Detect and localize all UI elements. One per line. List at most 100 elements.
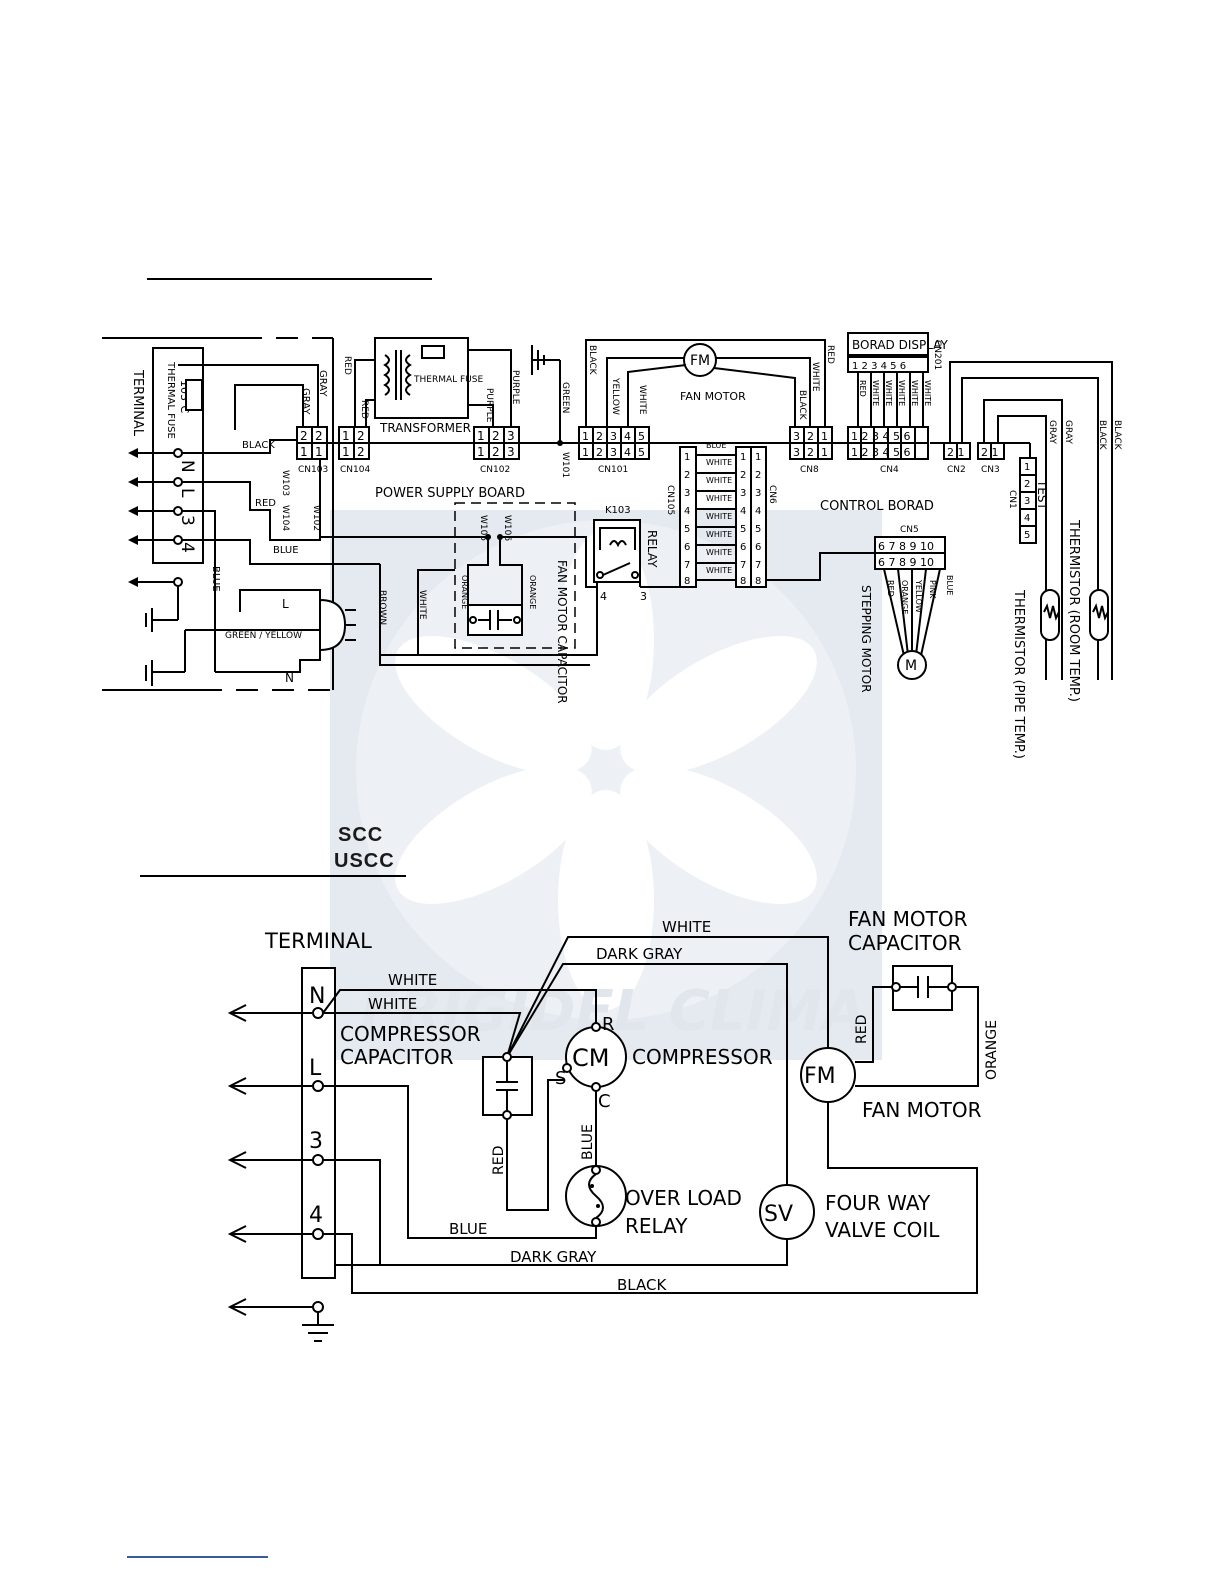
svg-text:8: 8 (740, 576, 746, 587)
svg-text:3: 3 (640, 590, 647, 603)
svg-text:GRAY: GRAY (317, 370, 328, 397)
svg-text:COMPRESSOR: COMPRESSOR (632, 1045, 773, 1069)
svg-text:ORANGE: ORANGE (984, 1020, 1000, 1080)
svg-text:1: 1 (582, 430, 589, 443)
svg-text:C: C (598, 1091, 611, 1112)
svg-text:THERMISTOR (ROOM TEMP.): THERMISTOR (ROOM TEMP.) (1066, 519, 1081, 702)
svg-text:CN105: CN105 (665, 485, 675, 515)
svg-text:3: 3 (793, 446, 800, 459)
svg-text:3: 3 (507, 429, 515, 443)
connector-cn4: 1 2 3 4 5 6 1 2 3 4 5 6 CN4 (847, 426, 929, 475)
svg-text:CN1: CN1 (1007, 490, 1017, 509)
svg-text:ORANGE: ORANGE (900, 580, 909, 614)
svg-text:5: 5 (638, 446, 645, 459)
svg-text:OVER LOAD: OVER LOAD (625, 1186, 742, 1210)
wire-black-n (182, 439, 296, 454)
svg-text:RED: RED (359, 400, 369, 419)
svg-text:WHITE: WHITE (706, 566, 732, 575)
svg-text:3: 3 (610, 430, 617, 443)
svg-text:1: 1 (315, 445, 323, 459)
plug-l-label: L (282, 597, 289, 611)
svg-text:COMPRESSOR: COMPRESSOR (340, 1022, 481, 1046)
svg-text:ORANGE: ORANGE (528, 575, 537, 609)
bottom-diagram: TERMINAL N L 3 4 WHITE WHITE (227, 907, 1000, 1342)
bottom-pin-4: 4 (309, 1203, 323, 1228)
svg-text:BLUE: BLUE (449, 1220, 487, 1238)
svg-text:RED: RED (342, 356, 352, 375)
svg-text:4: 4 (600, 590, 607, 603)
svg-text:PURPLE: PURPLE (484, 388, 494, 423)
svg-text:6 7 8 9 10: 6 7 8 9 10 (878, 540, 934, 553)
connector-cn1: 12 345 CN1 TEST (1007, 457, 1049, 544)
power-supply-board-label: POWER SUPPLY BOARD (375, 486, 525, 501)
svg-text:TEST: TEST (1035, 479, 1049, 511)
wire-gray-2 (234, 384, 304, 430)
svg-text:4: 4 (624, 430, 631, 443)
svg-text:8: 8 (755, 576, 761, 587)
compressor: CM R S C COMPRESSOR BLUE (555, 1014, 773, 1167)
wire-blue-3 (182, 510, 216, 672)
svg-text:DARK GRAY: DARK GRAY (510, 1248, 597, 1266)
svg-text:2: 2 (684, 470, 690, 481)
svg-text:CN3: CN3 (981, 465, 1000, 475)
wire-white-fm (506, 936, 829, 1058)
svg-text:WHITE: WHITE (923, 380, 932, 406)
svg-text:2 1: 2 1 (947, 446, 965, 459)
svg-text:BLUE: BLUE (273, 545, 299, 556)
svg-text:2: 2 (492, 445, 500, 459)
top-diagram: TERMINAL THERMAL FUSE 103℃ N L 3 4 (102, 332, 1122, 759)
wire-white-n-capacitor (323, 1012, 522, 1058)
svg-text:W104: W104 (280, 505, 290, 531)
svg-text:WHITE: WHITE (417, 590, 427, 620)
svg-text:W105: W105 (478, 515, 488, 541)
svg-text:W103: W103 (280, 470, 290, 496)
svg-text:FAN MOTOR: FAN MOTOR (862, 1098, 982, 1122)
thermal-fuse-symbol (185, 379, 203, 411)
svg-text:6: 6 (740, 542, 746, 553)
svg-text:2: 2 (807, 430, 814, 443)
svg-text:RED: RED (491, 1146, 507, 1175)
svg-text:2: 2 (755, 470, 761, 481)
top-pin-3: 3 (177, 515, 197, 526)
compressor-capacitor: COMPRESSOR CAPACITOR RED (340, 1022, 565, 1211)
svg-text:3: 3 (1024, 496, 1030, 507)
svg-text:4: 4 (684, 506, 690, 517)
svg-text:BLACK: BLACK (617, 1276, 667, 1294)
bottom-fan-capacitor: FAN MOTOR CAPACITOR (848, 907, 968, 1011)
cn105-cn6-wires: WHITE WHITE WHITE WHITE WHITE WHITE WHIT… (696, 441, 736, 581)
svg-text:CM: CM (572, 1044, 609, 1072)
svg-text:ORANGE: ORANGE (460, 575, 469, 609)
svg-text:1: 1 (342, 445, 350, 459)
svg-text:RED: RED (858, 380, 867, 397)
svg-text:4: 4 (755, 506, 761, 517)
svg-text:3: 3 (755, 488, 761, 499)
svg-text:GRAY: GRAY (300, 388, 311, 415)
svg-text:WHITE: WHITE (910, 380, 919, 406)
svg-text:THERMISTOR (PIPE TEMP.): THERMISTOR (PIPE TEMP.) (1011, 589, 1026, 759)
svg-text:6: 6 (755, 542, 761, 553)
svg-text:R: R (602, 1014, 615, 1035)
control-board-label: CONTROL BORAD (820, 499, 934, 514)
svg-text:WHITE: WHITE (637, 385, 647, 415)
svg-text:CN8: CN8 (800, 465, 819, 475)
transformer: THERMAL FUSE TRANSFORMER RED RED PURPLE … (342, 337, 520, 435)
svg-text:2: 2 (315, 429, 323, 443)
svg-text:1: 1 (755, 452, 761, 463)
svg-text:GRAY: GRAY (1063, 420, 1073, 444)
connector-cn6: 12 34 56 78 12 34 56 78 CN6 (735, 446, 777, 588)
svg-text:BLACK: BLACK (242, 440, 275, 451)
svg-text:1: 1 (477, 429, 485, 443)
svg-text:WHITE: WHITE (706, 548, 732, 557)
svg-text:BLUE: BLUE (945, 575, 954, 595)
top-terminal-pins: N L 3 4 (173, 448, 197, 553)
svg-text:CN4: CN4 (880, 465, 899, 475)
svg-text:3: 3 (507, 445, 515, 459)
svg-text:1: 1 (582, 446, 589, 459)
svg-text:1: 1 (300, 445, 308, 459)
svg-text:7: 7 (684, 560, 690, 571)
svg-text:S: S (555, 1068, 566, 1089)
